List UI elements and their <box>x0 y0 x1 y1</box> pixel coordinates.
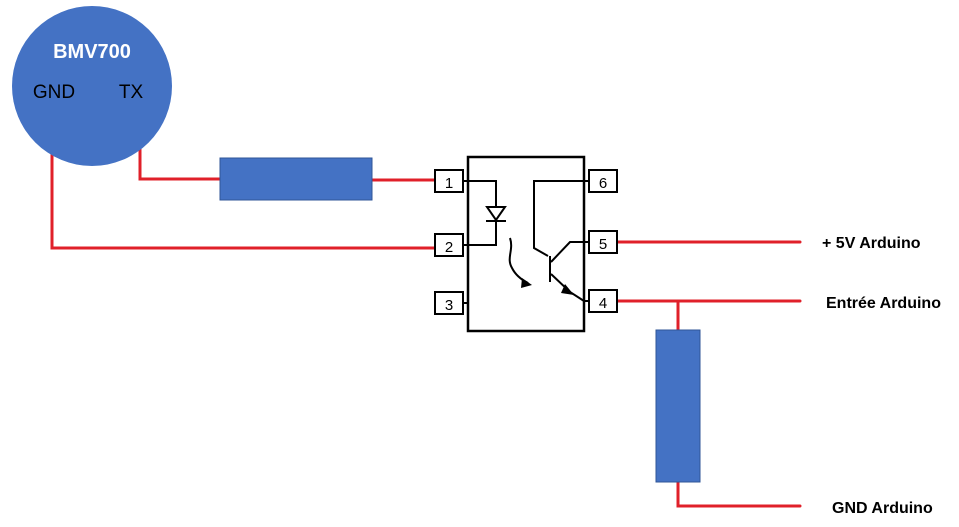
led-anode-trace <box>468 180 497 206</box>
pin-6-label: 6 <box>599 175 607 192</box>
series-resistor <box>219 157 373 201</box>
label-entree-arduino: Entrée Arduino <box>826 295 941 312</box>
pin-2-label: 2 <box>445 239 453 256</box>
led-diode-icon <box>485 206 507 222</box>
light-arrow-head-icon <box>521 278 532 288</box>
bmv700-title: BMV700 <box>53 41 131 63</box>
transistor-collector-trace <box>533 180 584 257</box>
led-cathode-trace <box>468 222 497 246</box>
label-gnd-arduino: GND Arduino <box>832 500 933 517</box>
bmv700-circle <box>12 6 172 166</box>
bmv700-device: BMV700 GND TX <box>12 6 172 166</box>
bmv700-gnd-label: GND <box>33 82 75 103</box>
pin-5-label: 5 <box>599 236 607 253</box>
pin-1-label: 1 <box>445 175 453 192</box>
pin-3-label: 3 <box>445 297 453 314</box>
bmv700-tx-label: TX <box>119 82 144 103</box>
transistor-pin5-trace <box>550 241 584 263</box>
optocoupler-ic: 1 2 3 4 5 6 <box>434 155 618 333</box>
wire-pulldown-to-gnd <box>676 480 802 508</box>
pulldown-resistor <box>655 329 701 483</box>
pin-leads <box>463 180 589 304</box>
pin-4-label: 4 <box>599 295 607 312</box>
label-plus5v-arduino: + 5V Arduino <box>822 235 921 252</box>
transistor-emitter-arrow-icon <box>561 284 574 295</box>
